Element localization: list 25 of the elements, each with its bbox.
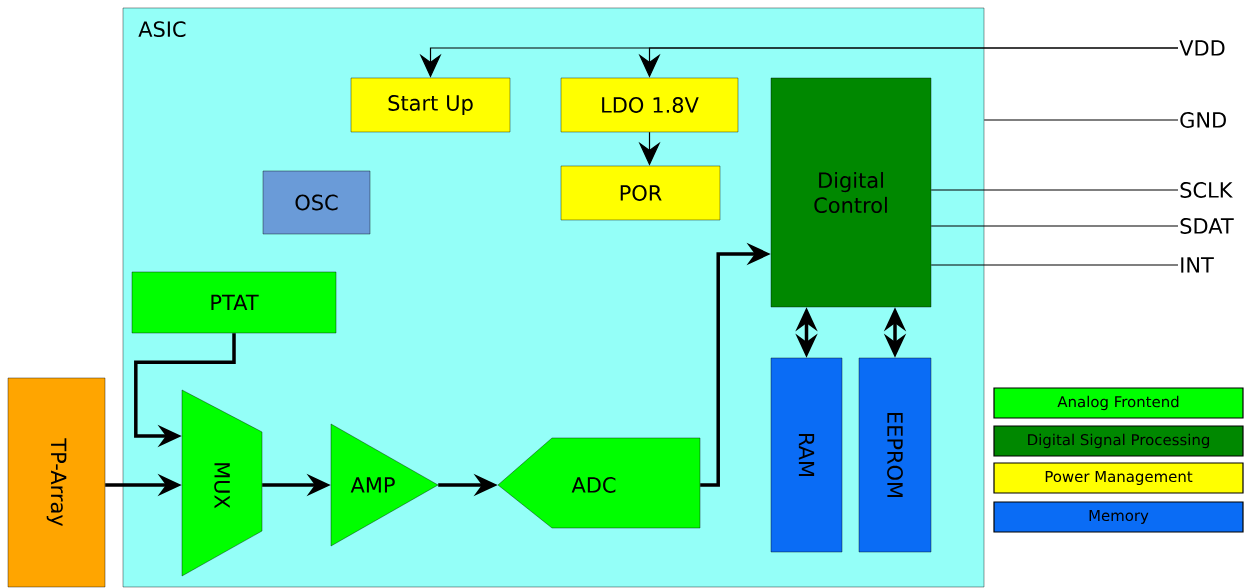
connector-line — [930, 189, 1179, 191]
block-box: OSC — [262, 170, 371, 235]
pin-label: SCLK — [1180, 182, 1233, 198]
block-box: LDO 1.8V — [560, 77, 739, 133]
connector-line — [930, 264, 1179, 266]
pin-label: GND — [1180, 112, 1226, 128]
legend-label: Power Management — [1045, 471, 1193, 485]
block-box: POR — [560, 165, 721, 221]
legend-label: Memory — [1089, 510, 1149, 524]
legend-label: Analog Frontend — [1057, 395, 1179, 411]
connector-line — [983, 119, 1179, 121]
pin-label: VDD — [1179, 40, 1225, 56]
converter-pentagon: ADC — [497, 437, 701, 529]
pin-label: INT — [1181, 257, 1214, 273]
block-box: PTAT — [131, 271, 337, 334]
multiplexer-trapezoid: MUX — [181, 389, 263, 577]
legend-label: Digital Signal Processing — [1028, 433, 1209, 449]
block-box: RAM — [770, 357, 843, 553]
pin-label: SDAT — [1180, 218, 1234, 234]
block-box: Start Up — [350, 77, 511, 133]
block-box: Digital Control — [770, 77, 932, 308]
connector-line — [930, 225, 1179, 227]
amplifier-triangle: AMP — [330, 423, 439, 547]
block-box: EEPROM — [858, 357, 932, 553]
block-box: TP-Array — [7, 377, 106, 588]
